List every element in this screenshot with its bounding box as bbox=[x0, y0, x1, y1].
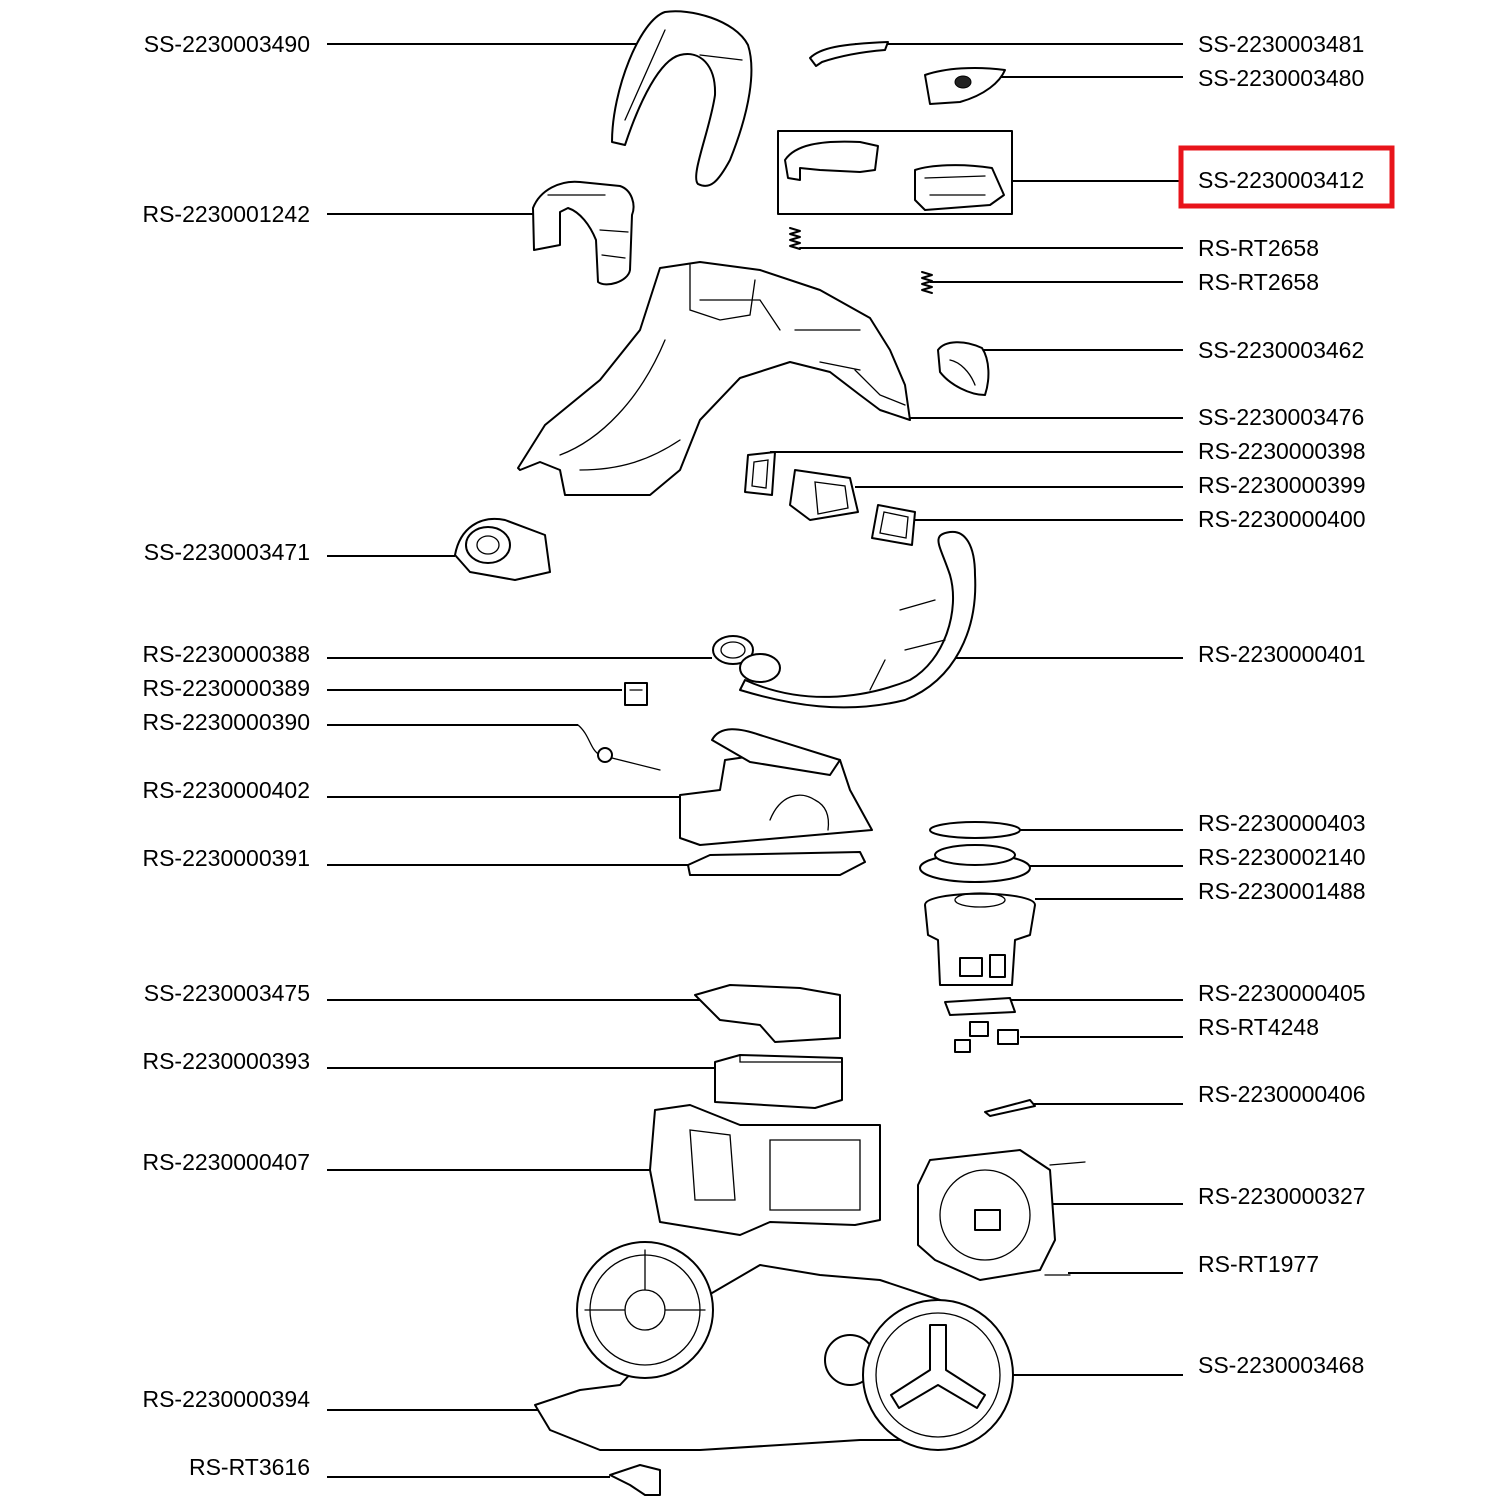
part-label: RS-2230000398 bbox=[1198, 438, 1366, 464]
part-label: RS-2230001242 bbox=[142, 201, 310, 227]
part-label: RS-2230000393 bbox=[142, 1048, 310, 1074]
button-part bbox=[924, 66, 1006, 105]
switch-part bbox=[624, 682, 648, 706]
gasket-part bbox=[871, 504, 916, 546]
upper-body-part bbox=[517, 261, 911, 496]
part-label: RS-2230000406 bbox=[1198, 1081, 1366, 1107]
filter-part bbox=[714, 1054, 843, 1109]
brush-parts bbox=[954, 1021, 1019, 1053]
part-label: SS-2230003476 bbox=[1198, 404, 1364, 430]
top-clip-part bbox=[809, 41, 889, 67]
part-label: RS-2230000405 bbox=[1198, 980, 1366, 1006]
right-labels: SS-2230003481 SS-2230003480 SS-223000341… bbox=[1198, 31, 1366, 1378]
part-label: SS-2230003480 bbox=[1198, 65, 1364, 91]
part-label: RS-RT2658 bbox=[1198, 269, 1319, 295]
part-label: RS-2230000403 bbox=[1198, 810, 1366, 836]
motor-cap-part bbox=[919, 844, 1031, 883]
clip-part bbox=[984, 1099, 1036, 1117]
ring-gasket-part bbox=[929, 821, 1021, 839]
part-label: RS-2230000389 bbox=[142, 675, 310, 701]
part-label: SS-2230003475 bbox=[144, 980, 310, 1006]
cable-reel-part bbox=[917, 1149, 1086, 1281]
spring-part bbox=[789, 227, 801, 250]
part-label: RS-2230000401 bbox=[1198, 641, 1366, 667]
seal-part bbox=[744, 451, 776, 496]
part-label: RS-RT4248 bbox=[1198, 1014, 1319, 1040]
part-label: RS-2230000399 bbox=[1198, 472, 1366, 498]
handle-part bbox=[611, 10, 753, 187]
handle-frame-part bbox=[532, 180, 635, 286]
part-label: RS-2230000388 bbox=[142, 641, 310, 667]
part-label: RS-RT1977 bbox=[1198, 1251, 1319, 1277]
part-label: SS-2230003471 bbox=[144, 539, 310, 565]
part-label: RS-2230000402 bbox=[142, 777, 310, 803]
filter-cover-part bbox=[694, 984, 841, 1043]
motor-plate-part bbox=[944, 997, 1016, 1016]
part-label: SS-2230003481 bbox=[1198, 31, 1364, 57]
leader-lines bbox=[327, 43, 1183, 1478]
caster-part bbox=[609, 1464, 661, 1496]
part-label: SS-2230003468 bbox=[1198, 1352, 1364, 1378]
part-label: RS-2230002140 bbox=[1198, 844, 1366, 870]
nozzle-part bbox=[454, 517, 551, 581]
base-gasket-part bbox=[687, 851, 866, 876]
motor-part bbox=[924, 892, 1036, 986]
part-label: RS-2230001488 bbox=[1198, 878, 1366, 904]
filter-frame-part bbox=[789, 469, 859, 521]
part-label: RS-2230000327 bbox=[1198, 1183, 1366, 1209]
bumper-part bbox=[937, 341, 990, 396]
part-label: RS-2230000390 bbox=[142, 709, 310, 735]
boxed-latch-parts bbox=[777, 130, 1013, 215]
part-label: RS-RT3616 bbox=[189, 1454, 310, 1480]
part-label: RS-RT2658 bbox=[1198, 235, 1319, 261]
cable-part bbox=[577, 724, 661, 771]
part-label: RS-2230000394 bbox=[142, 1386, 310, 1412]
wheel-part bbox=[862, 1299, 1014, 1451]
part-label: RS-2230000407 bbox=[142, 1149, 310, 1175]
part-label: RS-2230000400 bbox=[1198, 506, 1366, 532]
left-labels: SS-2230003490 RS-2230001242 SS-223000347… bbox=[142, 31, 310, 1480]
part-label: SS-2230003462 bbox=[1198, 337, 1364, 363]
spring-part bbox=[921, 271, 933, 294]
cyclone-housing-part bbox=[679, 728, 873, 846]
part-label: SS-2230003490 bbox=[144, 31, 310, 57]
hose-part bbox=[712, 530, 977, 709]
part-label: RS-2230000391 bbox=[142, 845, 310, 871]
highlight-box bbox=[1178, 145, 1395, 209]
dust-container-part bbox=[649, 1104, 881, 1236]
part-label-highlighted: SS-2230003412 bbox=[1198, 167, 1364, 193]
